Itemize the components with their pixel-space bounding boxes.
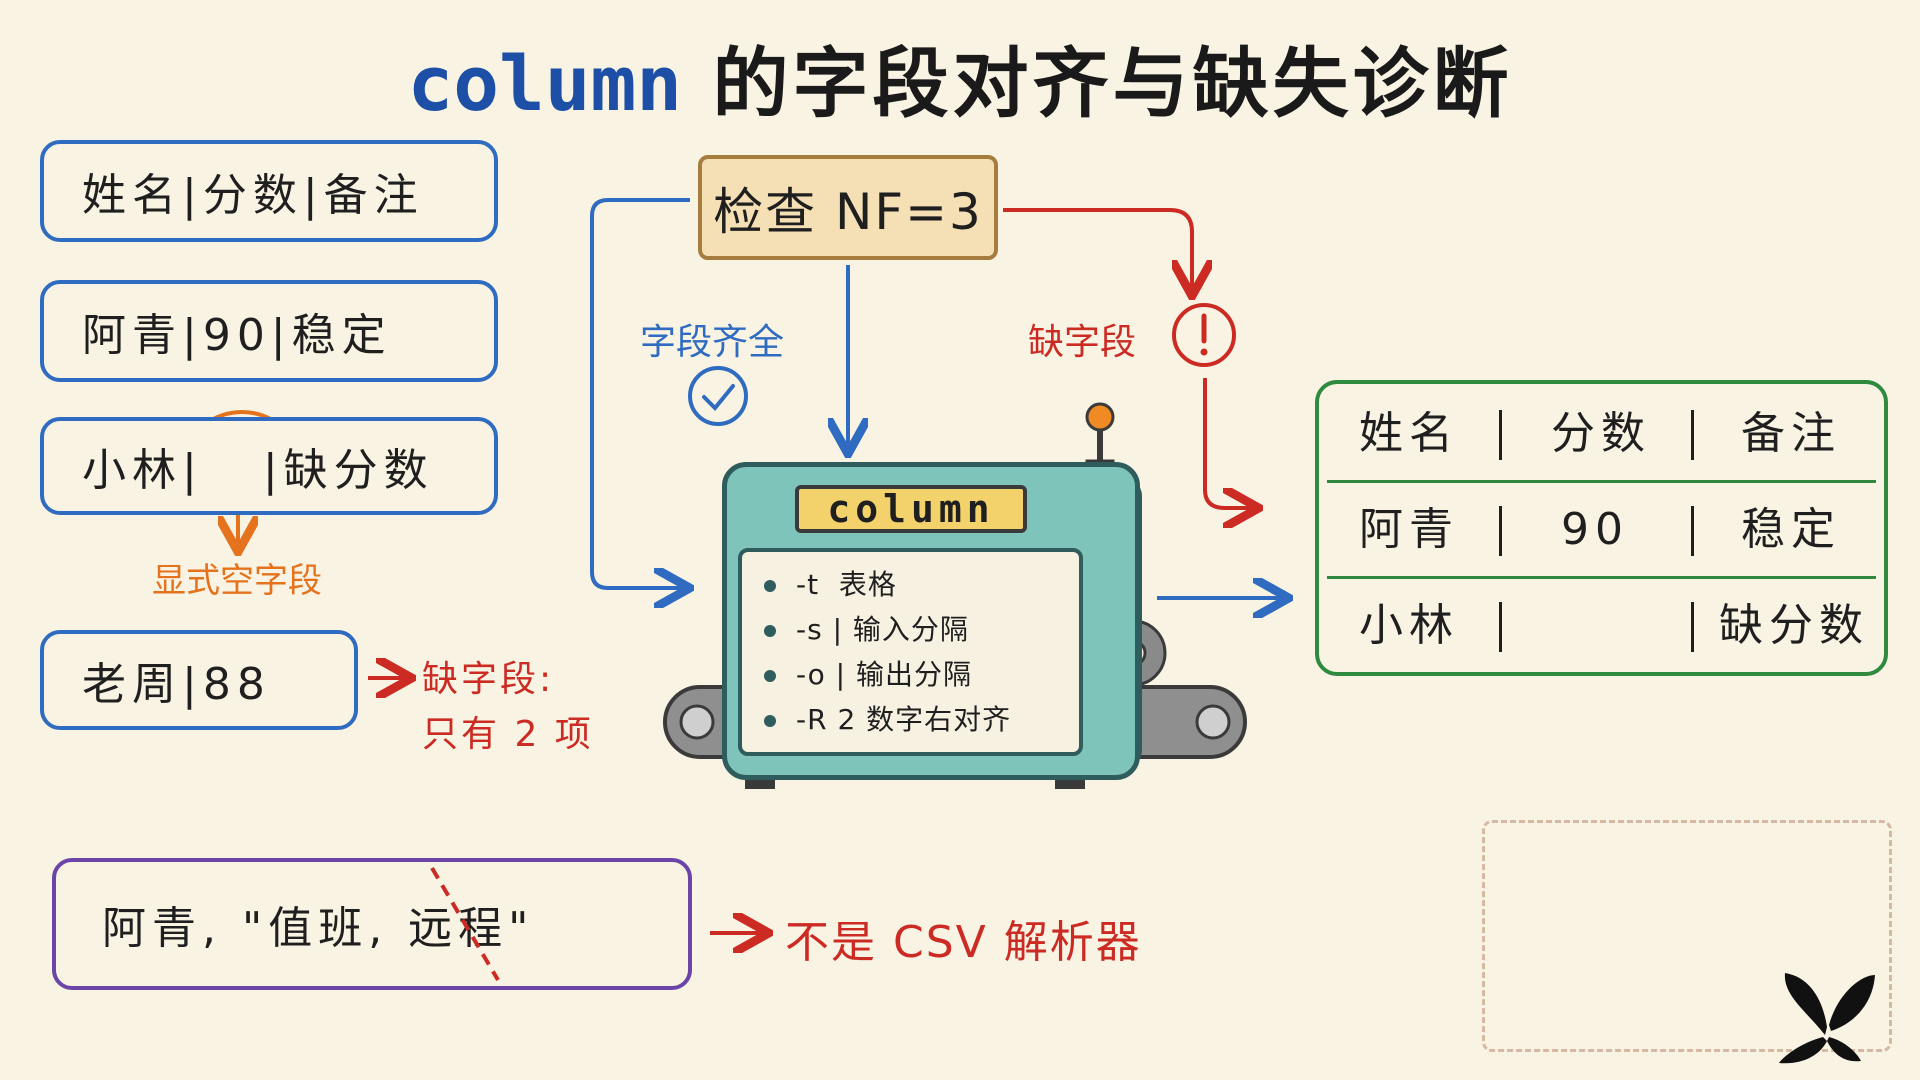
option-item: -R 2 数字右对齐 xyxy=(764,697,1079,742)
input-row-aqing-text: 阿青|90|稳定 xyxy=(82,310,392,361)
machine-name-label: column xyxy=(795,485,1027,533)
input-row-xiaolin-empty xyxy=(203,441,263,492)
check-nf-box: 检查 NF=3 xyxy=(698,155,998,260)
option-s: -s | 输入分隔 xyxy=(796,613,969,646)
missing-short-line2: 只有 2 项 xyxy=(422,714,594,755)
input-row-xiaolin-left: 小林| xyxy=(82,445,203,496)
option-item: -o | 输出分隔 xyxy=(764,652,1079,697)
input-row-header-text: 姓名|分数|备注 xyxy=(82,170,424,221)
table-cell: 备注 xyxy=(1741,408,1841,459)
result-table: 姓名 分数 备注 阿青 90 稳定 小林 缺分数 xyxy=(1315,380,1888,676)
butterfly-logo-icon xyxy=(1779,973,1875,1064)
title-code: column xyxy=(407,39,683,128)
table-cell: 缺分数 xyxy=(1719,600,1869,651)
input-row-aqing: 阿青|90|稳定 xyxy=(40,280,498,382)
input-row-header: 姓名|分数|备注 xyxy=(40,140,498,242)
all-fields-label: 字段齐全 xyxy=(640,322,785,363)
option-R: -R 2 数字右对齐 xyxy=(796,703,1012,736)
explicit-empty-label: 显式空字段 xyxy=(152,561,322,601)
csv-example-box: 阿青, "值班, 远程" xyxy=(52,858,692,990)
table-cell: 姓名 xyxy=(1359,408,1459,459)
missing-fields-label: 缺字段 xyxy=(1028,322,1137,363)
table-cell: 90 xyxy=(1561,504,1629,555)
table-cell: 稳定 xyxy=(1741,504,1841,555)
missing-short-line1: 缺字段: xyxy=(422,659,555,700)
input-row-laozhou-text: 老周|88 xyxy=(82,659,271,710)
table-row: 小林 缺分数 xyxy=(1319,580,1884,672)
missing-arrow-top xyxy=(1003,208,1192,292)
loop-arrow xyxy=(590,198,690,588)
table-row: 姓名 分数 备注 xyxy=(1319,388,1884,480)
input-row-laozhou: 老周|88 xyxy=(40,630,358,730)
missing-arrow-bottom xyxy=(1203,378,1255,508)
table-cell: 小林 xyxy=(1359,600,1459,651)
check-nf-label: 检查 NF=3 xyxy=(713,182,983,241)
table-cell: 分数 xyxy=(1551,408,1651,459)
placeholder-box xyxy=(1482,820,1892,1052)
input-row-xiaolin-right: |缺分数 xyxy=(262,445,434,496)
option-item: -t 表格 xyxy=(764,562,1079,607)
warning-icon xyxy=(1172,303,1236,367)
title-text: 的字段对齐与缺失诊断 xyxy=(682,39,1513,128)
page-title: column 的字段对齐与缺失诊断 xyxy=(0,22,1920,132)
option-o: -o | 输出分隔 xyxy=(796,658,972,691)
input-row-xiaolin: 小林| |缺分数 xyxy=(40,417,498,515)
csv-split-mark xyxy=(430,866,500,982)
table-row: 阿青 90 稳定 xyxy=(1319,484,1884,576)
option-item: -s | 输入分隔 xyxy=(764,607,1079,652)
not-csv-label: 不是 CSV 解析器 xyxy=(785,917,1142,968)
check-circle-icon xyxy=(688,366,748,426)
machine-options-screen: -t 表格 -s | 输入分隔 -o | 输出分隔 -R 2 数字右对齐 xyxy=(738,548,1083,756)
option-t: -t 表格 xyxy=(796,568,897,601)
table-cell: 阿青 xyxy=(1359,504,1459,555)
